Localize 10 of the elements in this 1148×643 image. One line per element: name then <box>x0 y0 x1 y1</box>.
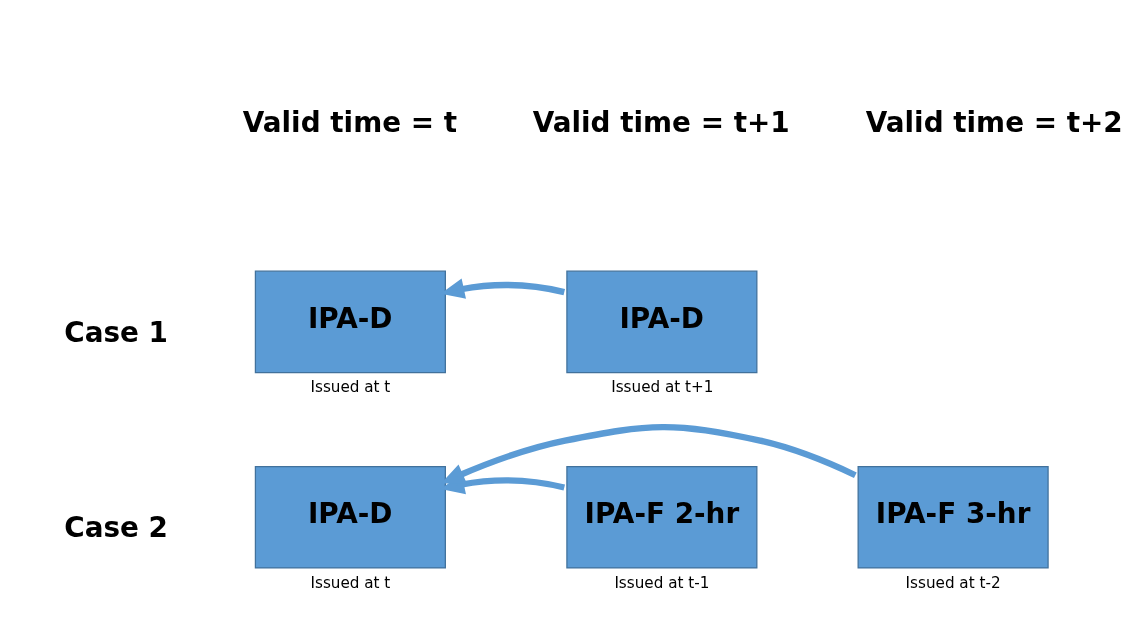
label: Valid time = t+2 <box>865 105 1123 139</box>
node-label: Issued at t <box>310 573 391 592</box>
label: Valid time = t+1 <box>532 105 790 139</box>
node-label: Issued at t-1 <box>614 573 710 592</box>
label: Case 2 <box>64 511 168 545</box>
node-label: Issued at t+1 <box>611 378 714 397</box>
label: Case 1 <box>64 315 168 349</box>
node-label: Issued at t-2 <box>905 573 1001 592</box>
node-label: Issued at t <box>310 378 391 397</box>
label: Valid time = t <box>242 105 458 139</box>
